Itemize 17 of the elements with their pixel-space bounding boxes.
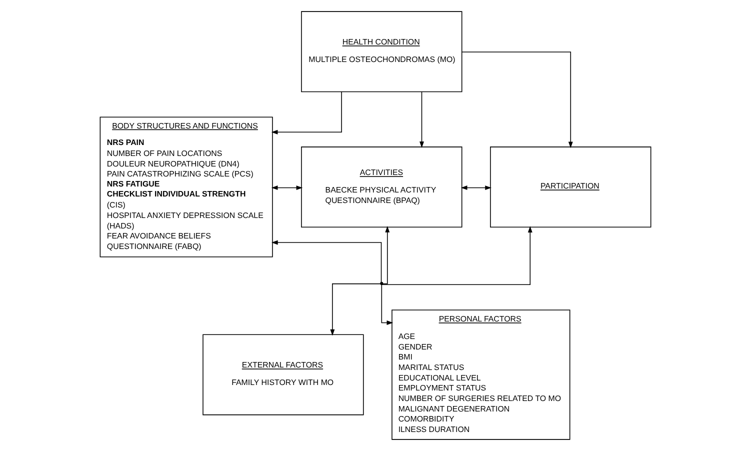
node-box: ACTIVITIES BAECKE PHYSICAL ACTIVITY QUESTIONNAIRE (BPAQ) <box>300 146 462 228</box>
node-box: HEALTH CONDITION MULTIPLE OSTEOCHONDROMAS (MO) <box>300 11 462 92</box>
arrow <box>460 186 491 190</box>
arrow <box>270 92 342 134</box>
node-box: PERSONAL FACTORS AGE GENDER BMI MARITAL STATUS EDUCATIONAL LEVEL EMPLOYMENT STATUS NUMBER OF SURGERIES RELATED TO MO MALIGNANT DEGENERATION COMORBIDITY ILNESS DURATION <box>391 310 570 440</box>
arrow <box>382 226 390 284</box>
node-point <box>380 282 383 285</box>
arrow <box>380 226 532 285</box>
arrow <box>330 283 380 336</box>
node-box: EXTERNAL FACTORS FAMILY HISTORY WITH MO <box>202 334 364 416</box>
node-box: PARTICIPATION <box>490 146 651 228</box>
node-box: BODY STRUCTURES AND FUNCTIONS NRS PAIN NUMBER OF PAIN LOCATIONS DOULEUR NEUROPATHIQUE (DN4) PAIN CATASTROPHIZING SCALE (PCS) NRS FATIGUE CHECKLIST INDIVIDUAL STRENGTH (CIS) HOSPITAL ANXIETY DEPRESSION SCALE (HADS) FEAR AVOIDANCE BELIEFS QUESTIONNAIRE (FABQ) <box>99 116 272 258</box>
arrow <box>380 284 393 325</box>
arrow <box>461 52 572 148</box>
arrow <box>419 92 424 148</box>
arrow <box>270 240 382 282</box>
arrow <box>270 186 302 190</box>
